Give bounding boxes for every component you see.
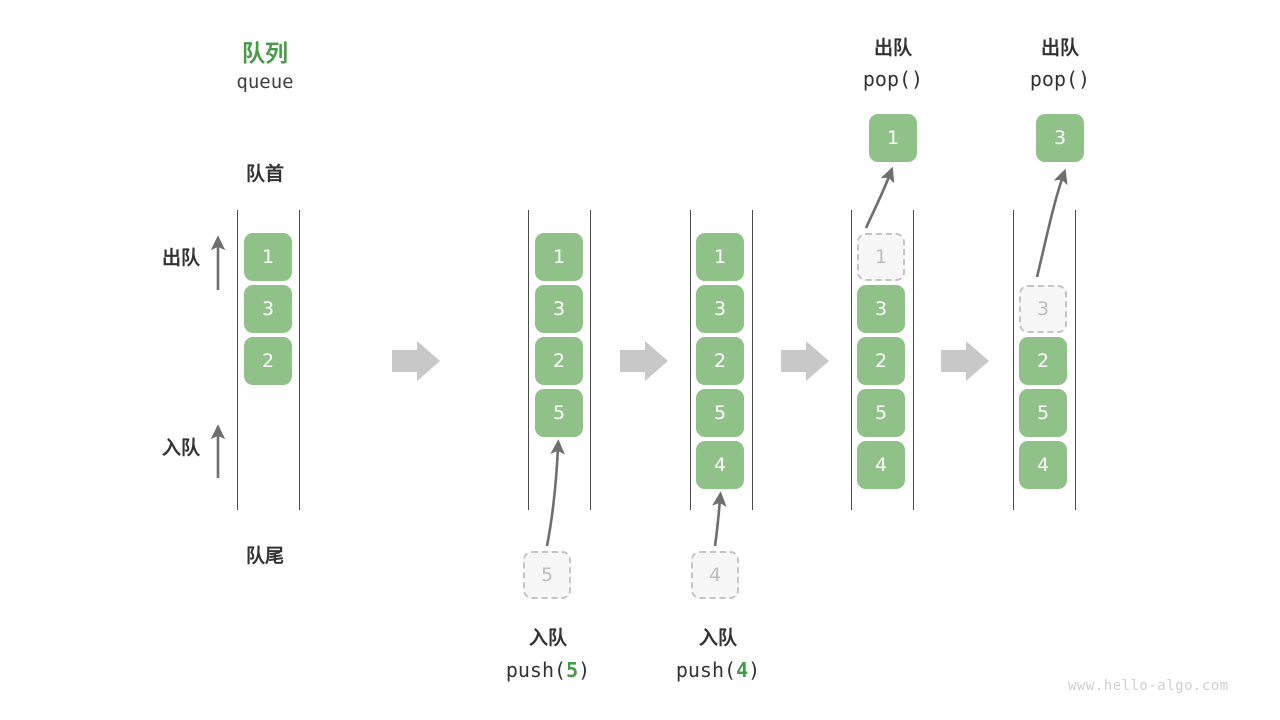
- queue-cell: 2: [1019, 337, 1067, 385]
- dequeue-direction-label: 出队: [161, 247, 200, 269]
- queue-cell: 5: [535, 389, 583, 437]
- pop-1-arrow: [864, 166, 895, 229]
- queue-cell: 3: [244, 285, 292, 333]
- column-3-rail-right: [913, 210, 914, 510]
- push-4-arrow: [712, 491, 727, 547]
- queue-cell: 2: [857, 337, 905, 385]
- queue-cell: 1: [696, 233, 744, 281]
- column-2-rail-left: [690, 210, 691, 510]
- push-4-code-prefix: push(: [675, 658, 737, 682]
- incoming-element: 4: [691, 551, 739, 599]
- push-5-arrow: [545, 439, 565, 547]
- column-4-rail-right: [1075, 210, 1076, 510]
- queue-cell: 1: [244, 233, 292, 281]
- pop-2-label-cn: 出队: [1040, 37, 1079, 59]
- queue-cell: 3: [535, 285, 583, 333]
- watermark: www.hello-algo.com: [1068, 678, 1229, 694]
- column-1-rail-right: [590, 210, 591, 510]
- queue-cell: 3: [1019, 285, 1067, 333]
- queue-cell: 4: [857, 441, 905, 489]
- queue-cell: 2: [696, 337, 744, 385]
- push-5-label-code: push(5): [483, 658, 613, 682]
- push-4-label-cn: 入队: [698, 627, 737, 649]
- pop-2-arrow: [1035, 168, 1068, 278]
- step-arrow-3: [781, 341, 829, 381]
- queue-cell: 2: [535, 337, 583, 385]
- push-5-label-cn: 入队: [528, 627, 567, 649]
- column-1-rail-left: [528, 210, 529, 510]
- push-5-code-prefix: push(: [505, 658, 567, 682]
- queue-cell: 5: [696, 389, 744, 437]
- queue-title-cn: 队列: [242, 41, 288, 67]
- popped-element: 1: [869, 114, 917, 162]
- queue-cell: 5: [857, 389, 905, 437]
- pop-1-label-cn: 出队: [873, 37, 912, 59]
- queue-cell: 5: [1019, 389, 1067, 437]
- queue-cell: 3: [696, 285, 744, 333]
- column-3-rail-left: [851, 210, 852, 510]
- push-4-code-arg: 4: [736, 658, 749, 682]
- column-0-rail-left: [237, 210, 238, 510]
- step-arrow-1: [392, 341, 440, 381]
- incoming-element: 5: [523, 551, 571, 599]
- queue-cell: 4: [696, 441, 744, 489]
- push-4-label-code: push(4): [653, 658, 783, 682]
- step-arrow-4: [941, 341, 989, 381]
- column-4-rail-left: [1013, 210, 1014, 510]
- column-2-rail-right: [752, 210, 753, 510]
- pop-2-label-code: pop(): [1029, 67, 1091, 91]
- push-5-code-arg: 5: [566, 658, 579, 682]
- queue-head-label: 队首: [245, 163, 284, 185]
- queue-cell: 2: [244, 337, 292, 385]
- column-0-rail-right: [299, 210, 300, 510]
- queue-cell: 1: [535, 233, 583, 281]
- enqueue-direction-label: 入队: [161, 437, 200, 459]
- push-5-code-suffix: ): [578, 658, 591, 682]
- queue-cell: 3: [857, 285, 905, 333]
- popped-element: 3: [1036, 114, 1084, 162]
- queue-cell: 1: [857, 233, 905, 281]
- queue-cell: 4: [1019, 441, 1067, 489]
- queue-title-en: queue: [236, 71, 294, 93]
- push-4-code-suffix: ): [748, 658, 761, 682]
- pop-1-label-code: pop(): [862, 67, 924, 91]
- queue-tail-label: 队尾: [245, 545, 284, 567]
- step-arrow-2: [620, 341, 668, 381]
